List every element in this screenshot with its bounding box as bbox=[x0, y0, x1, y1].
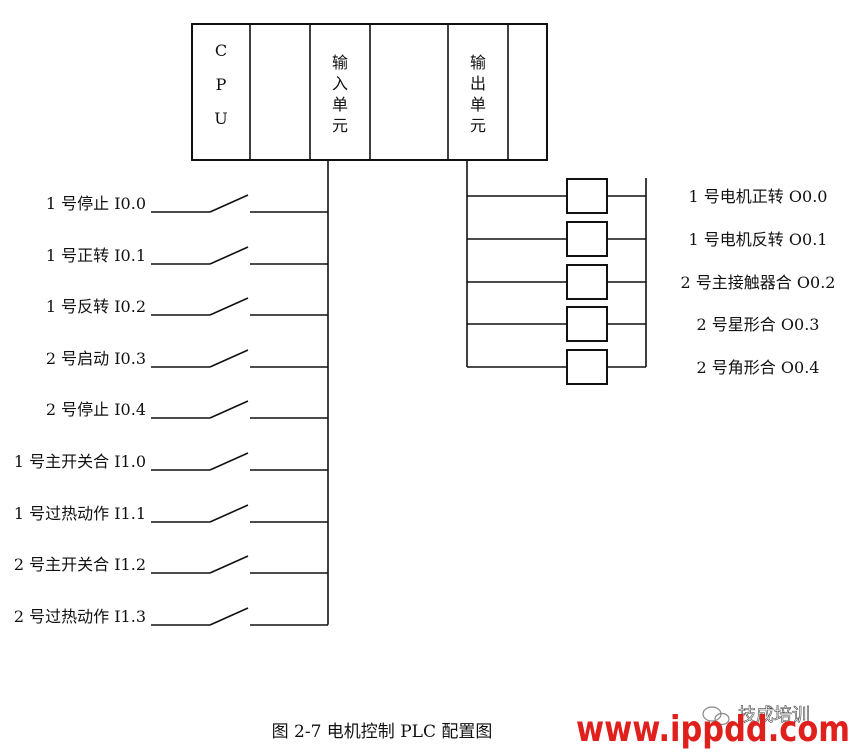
output-address: O0.2 bbox=[797, 273, 836, 292]
input-switch-row: 1 号主开关合 I1.0 bbox=[14, 452, 328, 471]
rack-module-label: 输 bbox=[332, 53, 348, 72]
input-label: 2 号启动 I0.3 bbox=[46, 349, 146, 368]
wiring bbox=[327, 160, 647, 625]
coil-box bbox=[566, 264, 608, 300]
input-address: I0.0 bbox=[114, 194, 146, 213]
switch-blade bbox=[209, 555, 249, 574]
input-address: I0.2 bbox=[114, 297, 146, 316]
input-switch-row: 2 号过热动作 I1.3 bbox=[14, 607, 328, 626]
output-name: 1 号电机反转 bbox=[689, 230, 789, 249]
rack-module-label: P bbox=[216, 75, 227, 94]
input-address: I0.4 bbox=[114, 400, 146, 419]
rack-module-label: 出 bbox=[470, 74, 486, 93]
input-address: I0.1 bbox=[114, 246, 146, 265]
watermark-url: www.ippdd.com bbox=[576, 709, 850, 750]
output-coil-row: 1 号电机正转 O0.0 bbox=[467, 178, 828, 214]
input-name: 2 号启动 bbox=[46, 349, 114, 368]
coil-box bbox=[566, 349, 608, 385]
coil-box bbox=[566, 178, 608, 214]
rack-module-label: U bbox=[214, 109, 227, 128]
input-address: I1.3 bbox=[114, 607, 146, 626]
output-coil-row: 1 号电机反转 O0.1 bbox=[467, 221, 828, 257]
switch-blade bbox=[209, 194, 249, 213]
switch-blade bbox=[209, 246, 249, 265]
rack-module-label: C bbox=[215, 41, 227, 60]
rack-module-label: 入 bbox=[332, 74, 348, 93]
input-label: 1 号过热动作 I1.1 bbox=[14, 504, 146, 523]
switch-blade bbox=[209, 400, 249, 419]
input-switch-row: 1 号停止 I0.0 bbox=[46, 194, 328, 213]
input-name: 2 号停止 bbox=[46, 400, 114, 419]
output-coil-row: 2 号星形合 O0.3 bbox=[467, 306, 820, 342]
output-coil-row: 2 号角形合 O0.4 bbox=[467, 349, 820, 385]
input-name: 1 号反转 bbox=[46, 297, 114, 316]
watermark-channel: 技成培训 bbox=[738, 705, 810, 726]
switch-blade bbox=[209, 607, 249, 626]
rack-module-label: 单 bbox=[332, 95, 348, 114]
output-label: 2 号星形合 O0.3 bbox=[697, 315, 820, 334]
watermark: 技成培训 www.ippdd.com bbox=[576, 705, 850, 750]
input-name: 1 号停止 bbox=[46, 194, 114, 213]
coil-box bbox=[566, 306, 608, 342]
output-name: 1 号电机正转 bbox=[689, 187, 789, 206]
input-name: 1 号主开关合 bbox=[14, 452, 114, 471]
input-label: 1 号正转 I0.1 bbox=[46, 246, 146, 265]
input-label: 2 号主开关合 I1.2 bbox=[14, 555, 146, 574]
output-coil-row: 2 号主接触器合 O0.2 bbox=[467, 264, 836, 300]
input-switch-row: 1 号反转 I0.2 bbox=[46, 297, 328, 316]
input-name: 2 号主开关合 bbox=[14, 555, 114, 574]
switch-blade bbox=[209, 452, 249, 471]
rack-module-label: 单 bbox=[470, 95, 486, 114]
switch-blade bbox=[209, 504, 249, 523]
input-address: I1.2 bbox=[114, 555, 146, 574]
switch-blade bbox=[209, 349, 249, 368]
input-switch-row: 2 号停止 I0.4 bbox=[46, 400, 328, 419]
rack-module-cpu: CPU bbox=[214, 41, 227, 128]
output-name: 2 号星形合 bbox=[697, 315, 781, 334]
input-address: I0.3 bbox=[114, 349, 146, 368]
input-name: 2 号过热动作 bbox=[14, 607, 114, 626]
rack-module-label: 元 bbox=[470, 116, 486, 135]
rack-module-label: 输 bbox=[470, 53, 486, 72]
input-label: 1 号停止 I0.0 bbox=[46, 194, 146, 213]
output-label: 1 号电机正转 O0.0 bbox=[689, 187, 828, 206]
output-coils: 1 号电机正转 O0.01 号电机反转 O0.12 号主接触器合 O0.22 号… bbox=[467, 178, 836, 385]
input-label: 2 号过热动作 I1.3 bbox=[14, 607, 146, 626]
output-address: O0.3 bbox=[781, 315, 820, 334]
input-address: I1.1 bbox=[114, 504, 146, 523]
coil-box bbox=[566, 221, 608, 257]
input-label: 1 号主开关合 I1.0 bbox=[14, 452, 146, 471]
output-name: 2 号主接触器合 bbox=[681, 273, 797, 292]
input-label: 1 号反转 I0.2 bbox=[46, 297, 146, 316]
output-address: O0.0 bbox=[789, 187, 828, 206]
input-switch-row: 2 号主开关合 I1.2 bbox=[14, 555, 328, 574]
input-switches: 1 号停止 I0.0 1 号正转 I0.1 1 号反转 I0.2 2 号启动 I0.3… bbox=[14, 194, 328, 626]
input-label: 2 号停止 I0.4 bbox=[46, 400, 146, 419]
output-address: O0.4 bbox=[781, 358, 820, 377]
input-address: I1.0 bbox=[114, 452, 146, 471]
input-switch-row: 2 号启动 I0.3 bbox=[46, 349, 328, 368]
output-name: 2 号角形合 bbox=[697, 358, 781, 377]
rack-module-label: 元 bbox=[332, 116, 348, 135]
input-switch-row: 1 号正转 I0.1 bbox=[46, 246, 328, 265]
input-name: 1 号过热动作 bbox=[14, 504, 114, 523]
output-address: O0.1 bbox=[789, 230, 828, 249]
wechat-icon bbox=[702, 706, 730, 726]
input-switch-row: 1 号过热动作 I1.1 bbox=[14, 504, 328, 523]
output-label: 2 号主接触器合 O0.2 bbox=[681, 273, 836, 292]
output-label: 2 号角形合 O0.4 bbox=[697, 358, 820, 377]
figure-caption: 图 2-7 电机控制 PLC 配置图 bbox=[272, 722, 493, 742]
switch-blade bbox=[209, 297, 249, 316]
input-name: 1 号正转 bbox=[46, 246, 114, 265]
output-label: 1 号电机反转 O0.1 bbox=[689, 230, 828, 249]
